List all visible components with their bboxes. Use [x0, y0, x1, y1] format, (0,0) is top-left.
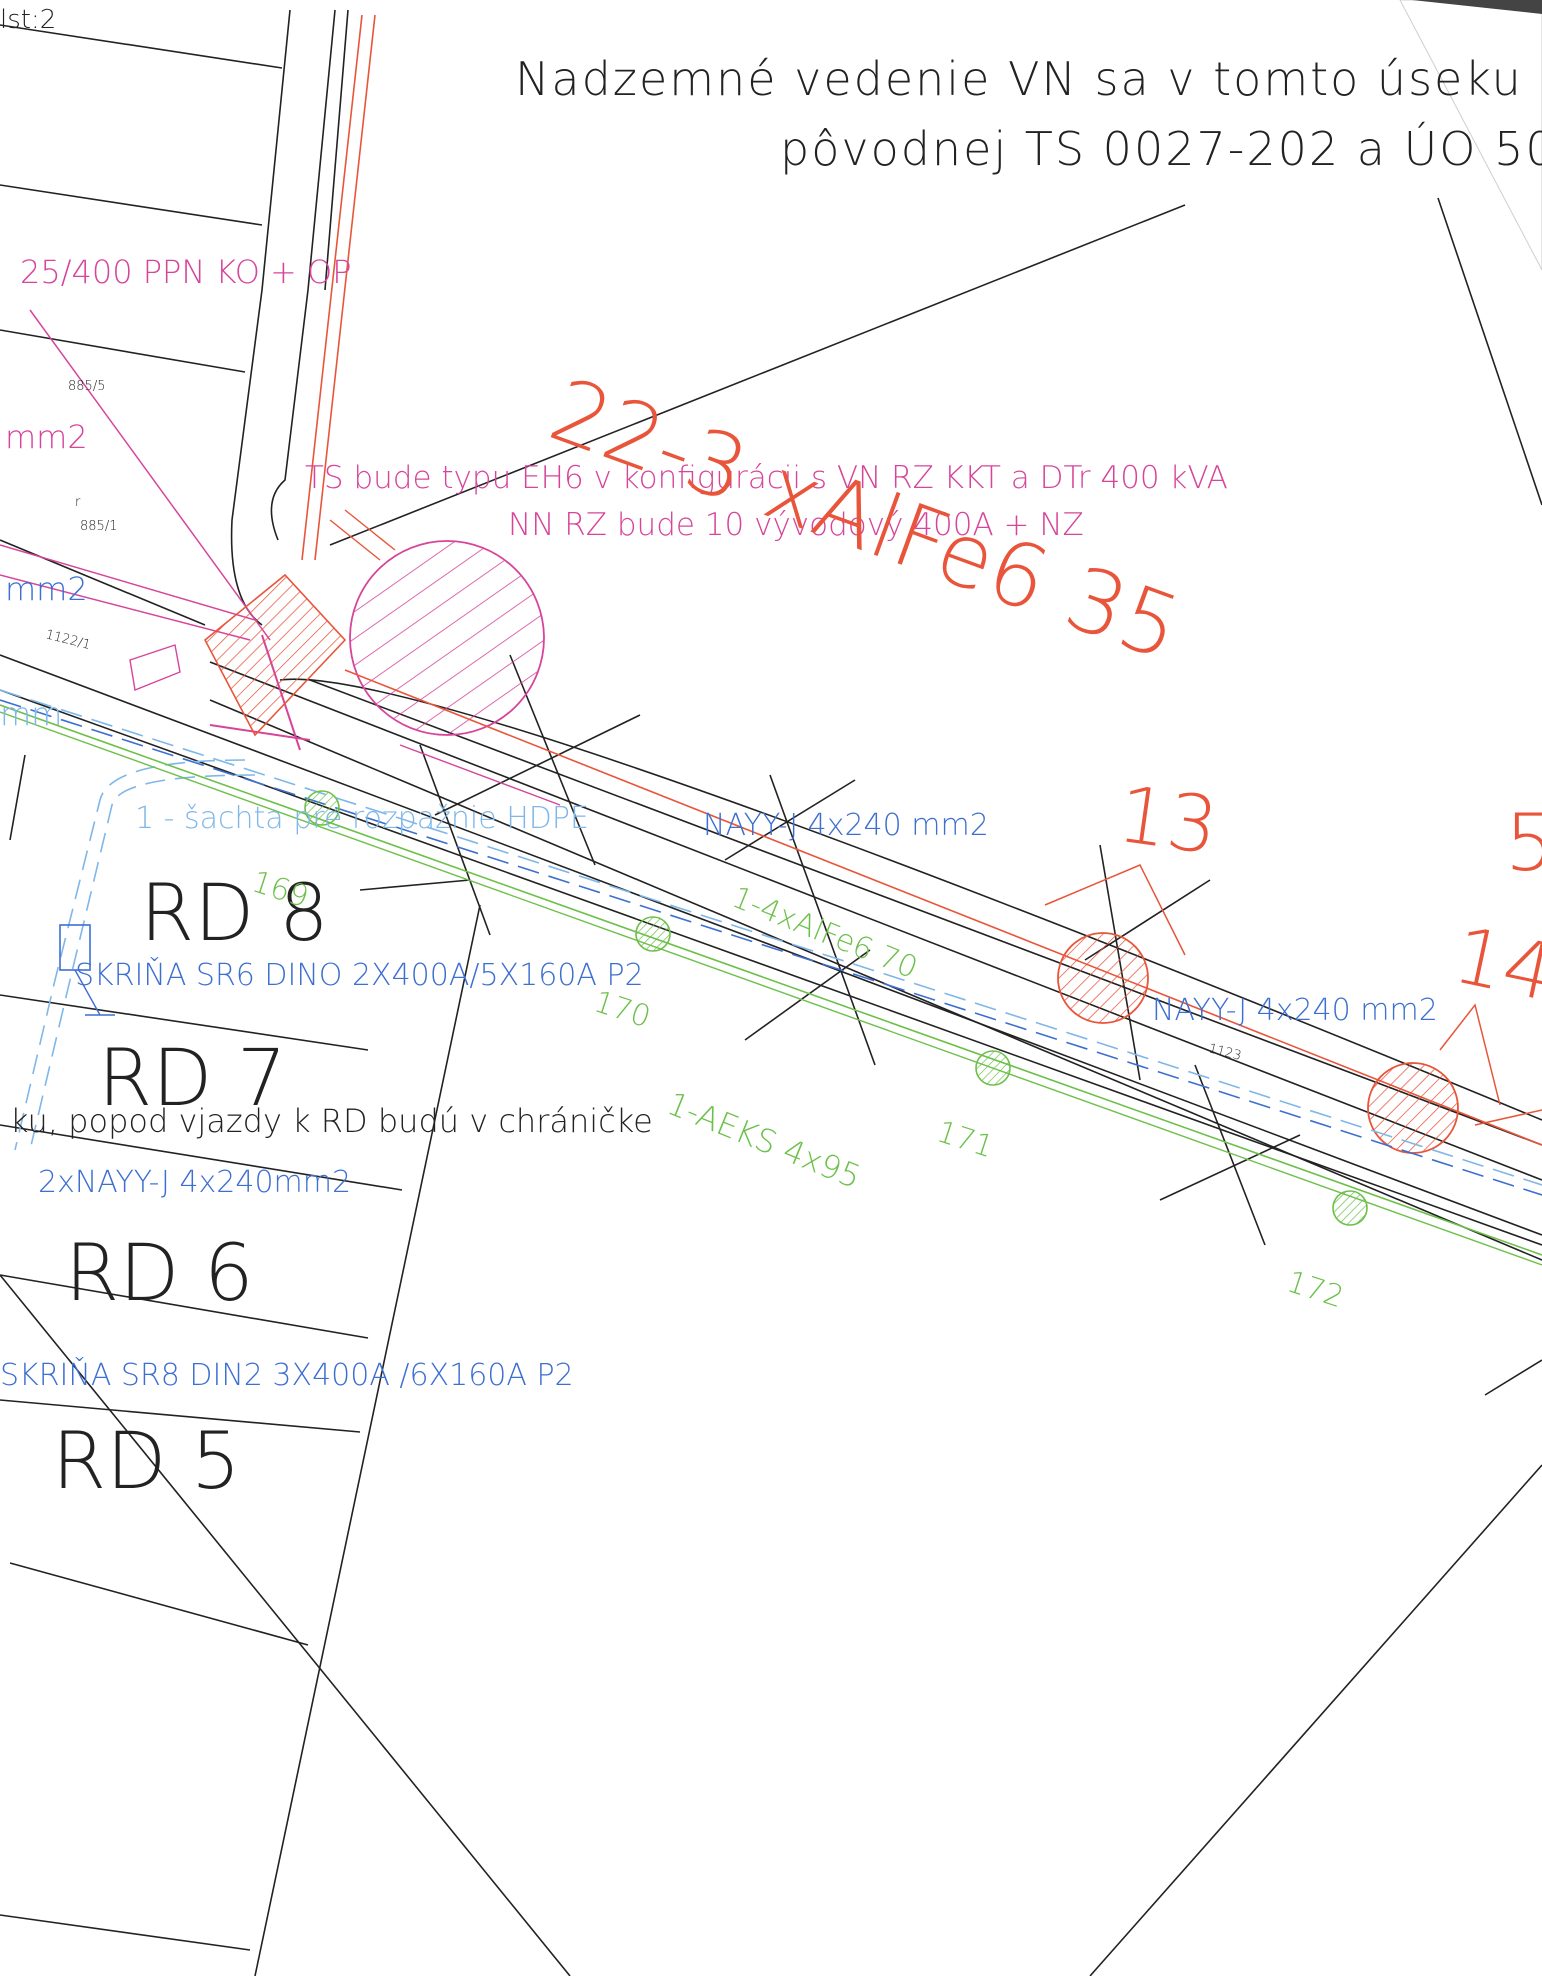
nn-cables [0, 689, 1542, 1196]
pole-5: 5 [1505, 799, 1542, 889]
parcel-r: r [75, 495, 81, 510]
mm2-label-b: mm2 [5, 570, 88, 608]
transformer-station [0, 309, 561, 806]
ts-type-line-2: NN RZ bude 10 vývodový 400A + NZ [508, 507, 1084, 543]
nayy-label-1: NAYY-J 4x240 mm2 [703, 808, 989, 843]
post-169-marker [304, 790, 340, 826]
ts-type-line-1: TS bude typu EH6 v konfigurácii s VN RZ … [305, 460, 1228, 496]
mm2-label-c: mm [0, 695, 62, 733]
page-curl [1399, 0, 1542, 271]
aeks-cable [0, 704, 1542, 1266]
aeks-label: 1-AEKS 4x95 [662, 1084, 866, 1196]
parcel-1123: 1123 [1207, 1041, 1243, 1064]
alfe-70-label: 1-4xAlFe6 70 [727, 880, 922, 986]
sachta-label: 1 - šachta pre rozpažnie HDPE [135, 801, 589, 836]
rd5-label: RD 5 [52, 1417, 241, 1507]
skrina-sr8: SKRIŇA SR8 DIN2 3X400A /6X160A P2 [0, 1357, 574, 1393]
parcel-885-5: 885/5 [68, 379, 105, 394]
skrina-sr6: SKRIŇA SR6 DINO 2X400A/5X160A P2 [75, 957, 644, 993]
mm2-label-a: mm2 [5, 418, 88, 456]
note-line-1: Nadzemné vedenie VN sa v tomto úseku [515, 52, 1523, 106]
ppn-label: 25/400 PPN KO + OP [20, 253, 352, 291]
note-chranicka: ku, popod vjazdy k RD budú v chráničke [10, 1102, 653, 1140]
post-172: 172 [1283, 1264, 1348, 1315]
nayy-2x-label: 2xNAYY-J 4x240mm2 [38, 1165, 351, 1200]
vn-line [203, 14, 1542, 1154]
post-171-marker [975, 1050, 1011, 1086]
post-172-marker [1332, 1190, 1368, 1226]
post-170: 170 [590, 984, 655, 1035]
rd6-label: RD 6 [65, 1229, 254, 1319]
nayy-label-2: NAYY-J 4x240 mm2 [1152, 993, 1438, 1028]
parcel-885-1: 885/1 [80, 519, 117, 534]
parcel-1122-1: 1122/1 [44, 627, 92, 653]
rd7-label: RD 7 [98, 1034, 287, 1124]
post-171: 171 [933, 1114, 998, 1165]
post-170-marker [635, 916, 671, 952]
corner-fragment: lst:2 [0, 5, 56, 35]
note-line-2: pôvodnej TS 0027-202 a ÚO 50/ [780, 122, 1542, 176]
rd8-label: RD 8 [140, 869, 329, 959]
pole-14: 14 [1446, 911, 1542, 1020]
pole-13: 13 [1112, 770, 1223, 873]
